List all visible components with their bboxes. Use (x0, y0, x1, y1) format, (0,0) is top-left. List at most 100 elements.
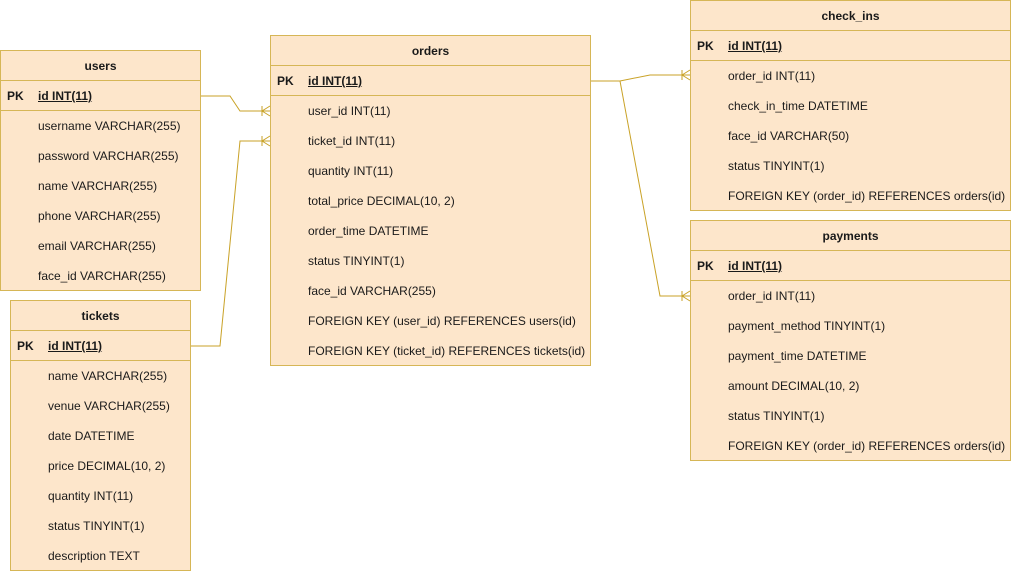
users-table[interactable]: users PK id INT(11) username VARCHAR(255… (0, 50, 201, 291)
pk-label: PK (277, 74, 294, 88)
tickets-table[interactable]: tickets PK id INT(11) name VARCHAR(255) … (10, 300, 191, 571)
field-label: phone VARCHAR(255) (38, 209, 161, 223)
payments-field-row[interactable]: FOREIGN KEY (order_id) REFERENCES orders… (691, 431, 1010, 461)
pk-label: PK (17, 339, 34, 353)
tickets-field-row[interactable]: name VARCHAR(255) (11, 361, 190, 391)
users-field-row[interactable]: email VARCHAR(255) (1, 231, 200, 261)
pk-label: PK (7, 89, 24, 103)
tickets-table-title: tickets (11, 301, 190, 331)
pk-label: PK (697, 39, 714, 53)
check-ins-field-row[interactable]: status TINYINT(1) (691, 151, 1010, 181)
field-label: email VARCHAR(255) (38, 239, 156, 253)
tickets-field-row[interactable]: quantity INT(11) (11, 481, 190, 511)
field-label: name VARCHAR(255) (38, 179, 158, 193)
field-label: FOREIGN KEY (ticket_id) REFERENCES ticke… (308, 344, 586, 358)
orders-field-row[interactable]: FOREIGN KEY (ticket_id) REFERENCES ticke… (271, 336, 590, 366)
payments-field-row[interactable]: order_id INT(11) (691, 281, 1010, 311)
field-label: payment_method TINYINT(1) (728, 319, 886, 333)
field-label: payment_time DATETIME (728, 349, 867, 363)
check-ins-pk-field: id INT(11) (728, 39, 783, 53)
field-label: face_id VARCHAR(255) (38, 269, 166, 283)
check-ins-table[interactable]: check_ins PK id INT(11) order_id INT(11)… (690, 0, 1011, 211)
edge-orders-checkins (591, 74, 690, 82)
orders-field-row[interactable]: total_price DECIMAL(10, 2) (271, 186, 590, 216)
crowfoot-orders-checkins (681, 69, 691, 81)
field-label: check_in_time DATETIME (728, 99, 868, 113)
field-label: username VARCHAR(255) (38, 119, 181, 133)
field-label: ticket_id INT(11) (308, 134, 396, 148)
field-label: order_id INT(11) (728, 69, 816, 83)
users-field-row[interactable]: face_id VARCHAR(255) (1, 261, 200, 291)
edge-orders-payments (619, 80, 690, 297)
field-label: password VARCHAR(255) (38, 149, 179, 163)
payments-field-row[interactable]: payment_method TINYINT(1) (691, 311, 1010, 341)
field-label: FOREIGN KEY (order_id) REFERENCES orders… (728, 439, 1006, 453)
tickets-field-row[interactable]: description TEXT (11, 541, 190, 571)
field-label: status TINYINT(1) (728, 409, 825, 423)
users-field-row[interactable]: name VARCHAR(255) (1, 171, 200, 201)
payments-table-title: payments (691, 221, 1010, 251)
field-label: face_id VARCHAR(255) (308, 284, 436, 298)
crowfoot-users-orders (261, 105, 271, 117)
orders-field-row[interactable]: face_id VARCHAR(255) (271, 276, 590, 306)
tickets-field-row[interactable]: date DATETIME (11, 421, 190, 451)
pk-label: PK (697, 259, 714, 273)
tickets-pk-row[interactable]: PK id INT(11) (11, 331, 190, 361)
users-table-title: users (1, 51, 200, 81)
field-label: order_id INT(11) (728, 289, 816, 303)
payments-pk-row[interactable]: PK id INT(11) (691, 251, 1010, 281)
field-label: status TINYINT(1) (48, 519, 145, 533)
field-label: venue VARCHAR(255) (48, 399, 170, 413)
orders-field-row[interactable]: order_time DATETIME (271, 216, 590, 246)
users-field-row[interactable]: password VARCHAR(255) (1, 141, 200, 171)
orders-pk-field: id INT(11) (308, 74, 363, 88)
tickets-pk-field: id INT(11) (48, 339, 103, 353)
crowfoot-orders-payments (681, 290, 691, 302)
orders-pk-row[interactable]: PK id INT(11) (271, 66, 590, 96)
field-label: date DATETIME (48, 429, 135, 443)
check-ins-field-row[interactable]: check_in_time DATETIME (691, 91, 1010, 121)
users-pk-row[interactable]: PK id INT(11) (1, 81, 200, 111)
field-label: amount DECIMAL(10, 2) (728, 379, 860, 393)
field-label: price DECIMAL(10, 2) (48, 459, 166, 473)
orders-field-row[interactable]: FOREIGN KEY (user_id) REFERENCES users(i… (271, 306, 590, 336)
field-label: FOREIGN KEY (order_id) REFERENCES orders… (728, 189, 1006, 203)
payments-table[interactable]: payments PK id INT(11) order_id INT(11) … (690, 220, 1011, 461)
crowfoot-tickets-orders (261, 135, 271, 147)
field-label: quantity INT(11) (308, 164, 394, 178)
orders-table-title: orders (271, 36, 590, 66)
field-label: status TINYINT(1) (308, 254, 405, 268)
check-ins-field-row[interactable]: order_id INT(11) (691, 61, 1010, 91)
check-ins-table-title: check_ins (691, 1, 1010, 31)
users-field-row[interactable]: username VARCHAR(255) (1, 111, 200, 141)
field-label: user_id INT(11) (308, 104, 391, 118)
field-label: description TEXT (48, 549, 140, 563)
edge-tickets-orders (191, 140, 270, 347)
field-label: quantity INT(11) (48, 489, 134, 503)
field-label: total_price DECIMAL(10, 2) (308, 194, 455, 208)
orders-field-row[interactable]: quantity INT(11) (271, 156, 590, 186)
orders-field-row[interactable]: ticket_id INT(11) (271, 126, 590, 156)
tickets-field-row[interactable]: venue VARCHAR(255) (11, 391, 190, 421)
field-label: FOREIGN KEY (user_id) REFERENCES users(i… (308, 314, 576, 328)
payments-field-row[interactable]: status TINYINT(1) (691, 401, 1010, 431)
edge-users-orders (201, 95, 270, 112)
check-ins-field-row[interactable]: face_id VARCHAR(50) (691, 121, 1010, 151)
users-pk-field: id INT(11) (38, 89, 93, 103)
tickets-field-row[interactable]: status TINYINT(1) (11, 511, 190, 541)
orders-table[interactable]: orders PK id INT(11) user_id INT(11) tic… (270, 35, 591, 366)
check-ins-pk-row[interactable]: PK id INT(11) (691, 31, 1010, 61)
payments-field-row[interactable]: payment_time DATETIME (691, 341, 1010, 371)
check-ins-field-row[interactable]: FOREIGN KEY (order_id) REFERENCES orders… (691, 181, 1010, 211)
field-label: face_id VARCHAR(50) (728, 129, 850, 143)
field-label: name VARCHAR(255) (48, 369, 168, 383)
payments-pk-field: id INT(11) (728, 259, 783, 273)
orders-field-row[interactable]: user_id INT(11) (271, 96, 590, 126)
tickets-field-row[interactable]: price DECIMAL(10, 2) (11, 451, 190, 481)
field-label: order_time DATETIME (308, 224, 429, 238)
field-label: status TINYINT(1) (728, 159, 825, 173)
users-field-row[interactable]: phone VARCHAR(255) (1, 201, 200, 231)
orders-field-row[interactable]: status TINYINT(1) (271, 246, 590, 276)
payments-field-row[interactable]: amount DECIMAL(10, 2) (691, 371, 1010, 401)
